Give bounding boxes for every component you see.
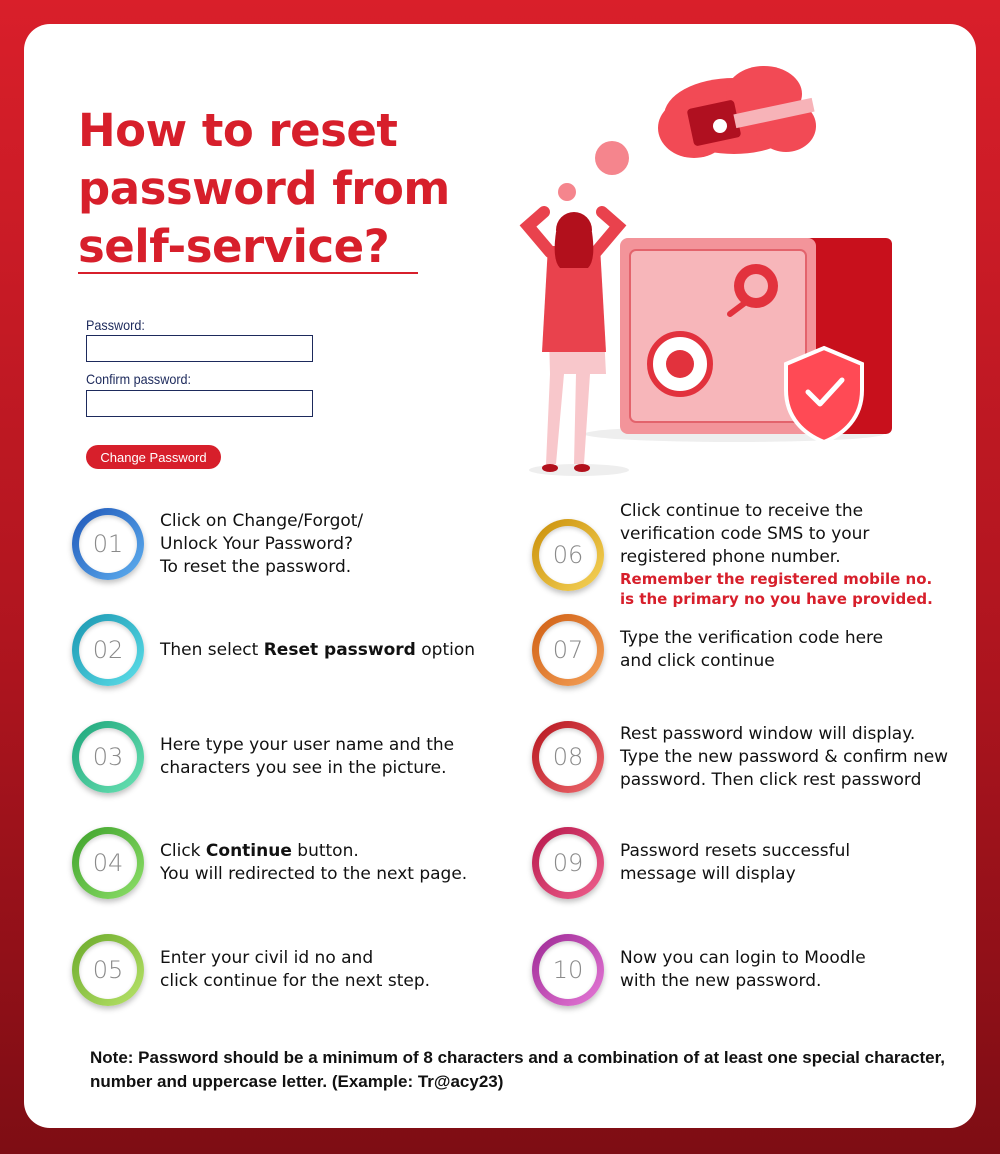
step-number-badge: 03 <box>72 721 144 793</box>
step-08: 08 Rest password window will display. Ty… <box>532 721 970 793</box>
step-number-badge: 08 <box>532 721 604 793</box>
safe-illustration <box>519 66 892 476</box>
step-text: Then select Reset password option <box>160 639 476 660</box>
step-number-badge: 09 <box>532 827 604 899</box>
step-number: 04 <box>79 834 137 892</box>
shield-check-icon <box>784 345 864 445</box>
step-text: Rest password window will display. Type … <box>620 723 949 790</box>
person-icon <box>519 206 629 476</box>
step-04: 04 Click Continue button. You will redir… <box>72 827 467 899</box>
step-text: Now you can login to Moodle with the new… <box>620 948 866 991</box>
step-text: Here type your user name and the charact… <box>160 735 455 778</box>
step-06: 06 Click continue to receive the verific… <box>532 500 933 609</box>
step-text: Click on Change/Forgot/ Unlock Your Pass… <box>160 510 364 577</box>
password-label: Password: <box>86 317 145 333</box>
step-number: 02 <box>79 621 137 679</box>
step-warning-note: Remember the registered mobile no. is th… <box>620 570 933 608</box>
step-03: 03 Here type your user name and the char… <box>72 721 454 793</box>
page-title: How to reset password from self-service? <box>78 104 450 273</box>
step-number-badge: 06 <box>532 518 604 591</box>
step-number-badge: 05 <box>72 934 144 1006</box>
step-number: 01 <box>79 515 137 573</box>
confirm-password-input[interactable] <box>86 390 313 417</box>
step-number-badge: 01 <box>72 508 144 580</box>
step-number: 08 <box>539 728 597 786</box>
step-09: 09 Password resets successful message wi… <box>532 827 850 899</box>
infographic-card: How to reset password from self-service?… <box>24 24 976 1128</box>
change-password-button[interactable]: Change Password <box>86 445 221 469</box>
title-underline <box>78 272 418 274</box>
step-number-badge: 07 <box>532 614 604 686</box>
step-number: 05 <box>79 941 137 999</box>
step-05: 05 Enter your civil id no and click cont… <box>72 934 430 1006</box>
step-number: 06 <box>539 525 597 584</box>
step-number-badge: 10 <box>532 934 604 1006</box>
step-number-badge: 04 <box>72 827 144 899</box>
step-02: 02 Then select Reset password option <box>72 614 475 686</box>
password-policy-note: Note: Password should be a minimum of 8 … <box>90 1048 945 1091</box>
step-07: 07 Type the verification code here and c… <box>532 614 883 686</box>
step-text: Enter your civil id no and click continu… <box>160 948 431 991</box>
step-text: Password resets successful message will … <box>620 841 851 884</box>
step-number: 07 <box>539 621 597 679</box>
step-number: 09 <box>539 834 597 892</box>
step-number: 03 <box>79 728 137 786</box>
step-text: Click continue to receive the verificati… <box>620 501 933 608</box>
step-number-badge: 02 <box>72 614 144 686</box>
password-input[interactable] <box>86 335 313 362</box>
step-number: 10 <box>539 941 597 999</box>
step-text: Click Continue button. You will redirect… <box>160 841 468 884</box>
step-text: Type the verification code here and clic… <box>620 628 884 671</box>
thought-cloud-icon <box>558 66 816 201</box>
confirm-password-label: Confirm password: <box>86 371 192 387</box>
step-10: 10 Now you can login to Moodle with the … <box>532 934 866 1006</box>
step-01: 01 Click on Change/Forgot/ Unlock Your P… <box>72 508 363 580</box>
